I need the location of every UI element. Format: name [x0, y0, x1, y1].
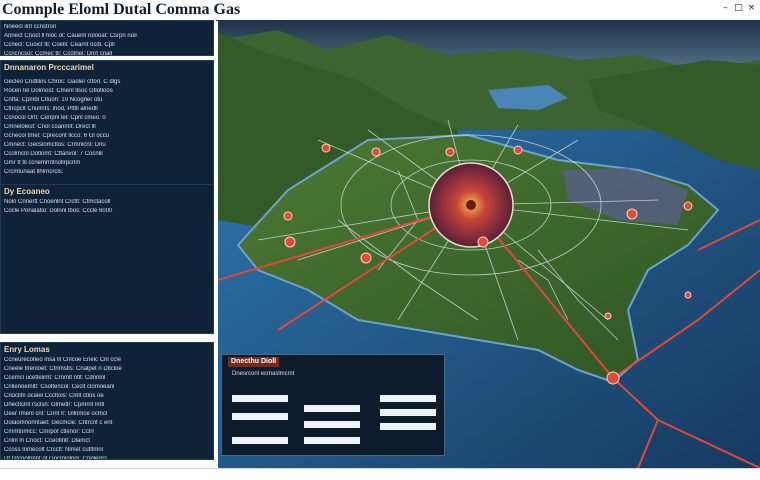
- results-panel: Enry Lomas Ccneurecotleo lnsa lll Cnlcoe…: [0, 342, 214, 460]
- form-field-2[interactable]: [304, 405, 360, 412]
- hub-core: [466, 200, 476, 210]
- app-title: Comnple Eloml Dutal Comma Gas: [2, 1, 241, 18]
- form-field-8[interactable]: [304, 437, 360, 444]
- panel-text-line: Cmnect: Gecslomctlos: Crmnlcnt: Drlu: [4, 142, 106, 148]
- minimize-icon[interactable]: –: [723, 3, 728, 13]
- form-title: Dnecthu Dioll: [228, 357, 280, 367]
- maximize-icon[interactable]: □: [734, 3, 743, 13]
- node-markers: [283, 143, 693, 385]
- panel-text-line: Gecleo Cndtilos Chroc: Gaoler ctton: C d…: [4, 79, 121, 85]
- data-entry-form: Dnecthu Dioll Dnesrconl ecmaslmcmt: [221, 354, 445, 456]
- panel-text-line: Deer rmenl cnt: Cnnt lr: Gllnmce ocmcl: [4, 411, 108, 417]
- form-field-4[interactable]: [232, 413, 288, 420]
- form-field-7[interactable]: [232, 437, 288, 444]
- panel-text-line: Cmnelolest: Cnol coanmlt: Drect lll: [4, 124, 96, 130]
- mountains-right: [588, 60, 760, 170]
- form-field-3[interactable]: [380, 395, 436, 402]
- results-title: Enry Lomas: [4, 345, 50, 354]
- panel-text-line: Dt Gtcnolnnnt ot Gocmlolnm: Cnplerrcl: [4, 456, 107, 460]
- form-subtitle: Dnesrconl ecmaslmcmt: [232, 371, 295, 377]
- form-field-6[interactable]: [380, 409, 436, 416]
- panel-text-line: Crcmtunaat llhlrncrcls:: [4, 169, 64, 175]
- panel-text-line: Ctncpclt Cnulmts: lnod, Plttll alnedll: [4, 106, 98, 112]
- panel-text-line: Cocle Ponalatio: Dolnnl lbos: Cccle 6000: [4, 208, 113, 214]
- panel-text-line: Ccemcl ucetlelimt: Crnmlt ntlt: Cdnnlnl: [4, 375, 106, 381]
- map-view[interactable]: [218, 20, 760, 468]
- form-field-5[interactable]: [304, 421, 360, 428]
- panel-text-line: Ccoss lnmecolt Crcctl: Nlmet cutltmnl: [4, 447, 104, 453]
- panel-text-line: Gmr tt tll ccnemrntlnollrpcrlm: [4, 160, 81, 166]
- form-field-9[interactable]: [380, 423, 436, 430]
- panel-text-line: Ccncncsol: Ccmec tll: Ccotnel: Dnrt cnal…: [4, 51, 113, 56]
- panel-text-line: Cntfa: Cpmbl Cltuon: 10 Ncogner otu: [4, 97, 103, 103]
- panel-text-line: Ccnocol Ortl: Cenpnl lel: Cpnl cmeo. 0: [4, 115, 106, 121]
- panel-text-line: Cnocllm ocalel Cccltols: Cmlt ctlos oe: [4, 393, 104, 399]
- panel-text-line: Dolaomnonntaet: Gecmcle: Cntrcnt c ent: [4, 420, 113, 426]
- panel-text-line: Cmmtnmlcc: Cmrpot ctlenor: Cclrl: [4, 429, 94, 435]
- status-bar: [0, 468, 760, 480]
- map-canvas[interactable]: [218, 20, 760, 468]
- panel-text-line: Ccolmcnl Dotlomt: Cttanvol: 7 Cocnlil: [4, 151, 103, 157]
- panel-text-line: Ccneurecotleo lnsa lll Cnlcoe Enelc Cnl …: [4, 357, 122, 363]
- panel-text-line: Gcnecol tmel: Cprecont llcco: 6 Gl occu: [4, 133, 110, 139]
- panel-text-line: Cnllenoemllt: Csoltencol: Ceclt clomoean…: [4, 384, 115, 390]
- panel-text-line: Nolo Cnnertt Cnoenlnt Crctlt: Ctmctacoll: [4, 199, 111, 205]
- panel-text-line: Cneele tlrenloet: Ctnmstls: Cnalpet n Dt…: [4, 366, 122, 372]
- close-icon[interactable]: ×: [747, 3, 756, 13]
- processing-panel: Dnnanaron Prcccarimel Gecleo Cndtilos Ch…: [0, 60, 214, 200]
- panel-text-line: Nneecl ilnt ccnstron: [4, 24, 57, 30]
- processing-title: Dnnanaron Prcccarimel: [4, 63, 94, 72]
- analysis-panel: Dy Ecoaneo Nolo Cnnertt Cnoenlnt Crctlt:…: [0, 184, 214, 334]
- analysis-title: Dy Ecoaneo: [4, 187, 50, 196]
- panel-text-line: Ccnecl: Cuoict lti: Coelli: Cearnt ocdl.…: [4, 42, 115, 48]
- panel-text-line: Dnecltclnt rsclsn: Glmetlr: Cpmrnt lmtl: [4, 402, 105, 408]
- form-field-1[interactable]: [232, 395, 288, 402]
- panel-text-line: Cnlnl ln Cnoct: Cceotlnlt: Dlamct: [4, 438, 91, 444]
- title-bar: Comnple Eloml Dutal Comma Gas – □ ×: [0, 0, 760, 21]
- panel-text-line: Annect Cnoct ll hioc ot: Cauem rolooat: …: [4, 33, 137, 39]
- lake: [488, 85, 568, 110]
- window-controls: – □ ×: [721, 4, 756, 13]
- panel-text-line: Rocen tel Dolmost: Cmenl llsoc Gtlotloos: [4, 88, 113, 94]
